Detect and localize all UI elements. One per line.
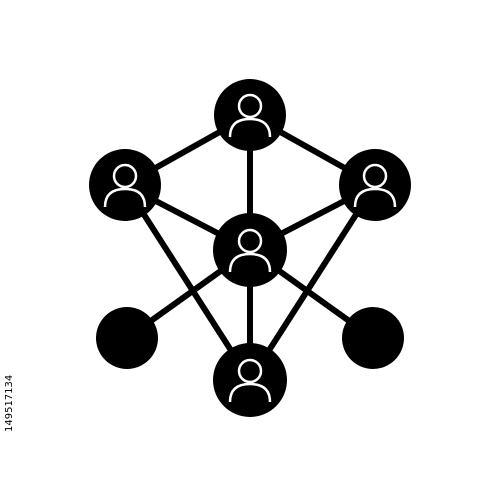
empty-node-lower-left (96, 307, 158, 369)
line-left-bottom (122, 182, 253, 383)
person-body-icon (228, 382, 272, 403)
person-node-bottom (213, 343, 287, 417)
person-node-top (214, 79, 286, 151)
empty-node-lower-right (342, 307, 404, 369)
watermark-side-id: 149517134 (4, 375, 15, 432)
person-head-icon (112, 163, 138, 189)
person-body-icon (103, 187, 147, 208)
person-head-icon (237, 93, 263, 119)
line-right-bottom (247, 182, 378, 383)
person-node-center (213, 213, 287, 287)
person-node-left (89, 149, 161, 221)
person-head-icon (237, 228, 263, 254)
person-node-right (339, 149, 411, 221)
person-head-icon (237, 358, 263, 384)
person-body-icon (228, 117, 272, 138)
person-body-icon (353, 187, 397, 208)
person-body-icon (228, 252, 272, 273)
person-head-icon (362, 163, 388, 189)
